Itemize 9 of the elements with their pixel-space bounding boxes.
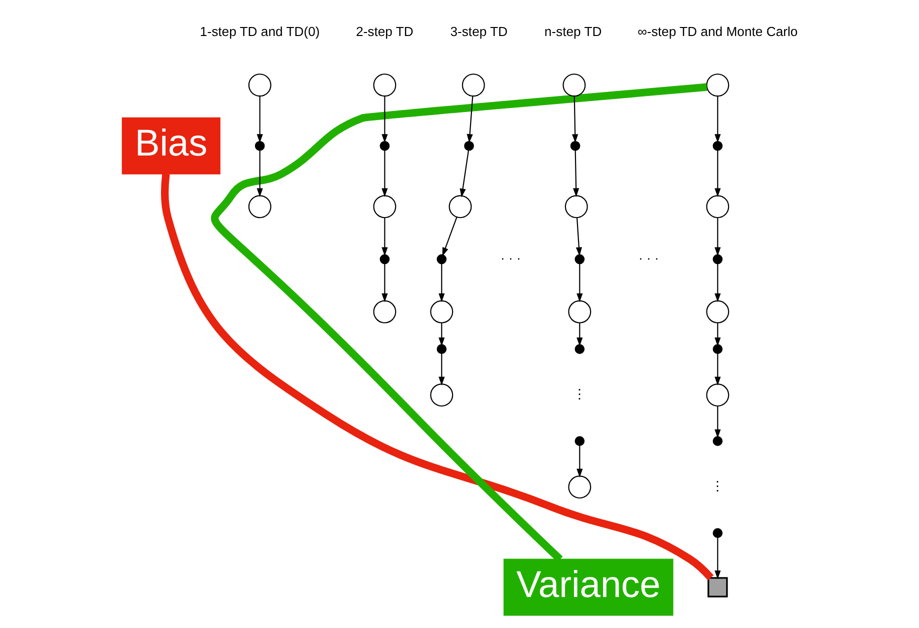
label: 1-step TD and TD(0)	[199, 24, 320, 39]
label: · · ·	[638, 250, 658, 266]
label: · · ·	[500, 250, 520, 266]
label: 2-step TD	[356, 24, 413, 39]
label: ⋮	[710, 478, 724, 494]
label: 3-step TD	[450, 24, 508, 39]
label: ∞-step TD and Monte Carlo	[637, 24, 798, 39]
label: ⋮	[572, 386, 586, 402]
label: n-step TD	[544, 24, 602, 39]
